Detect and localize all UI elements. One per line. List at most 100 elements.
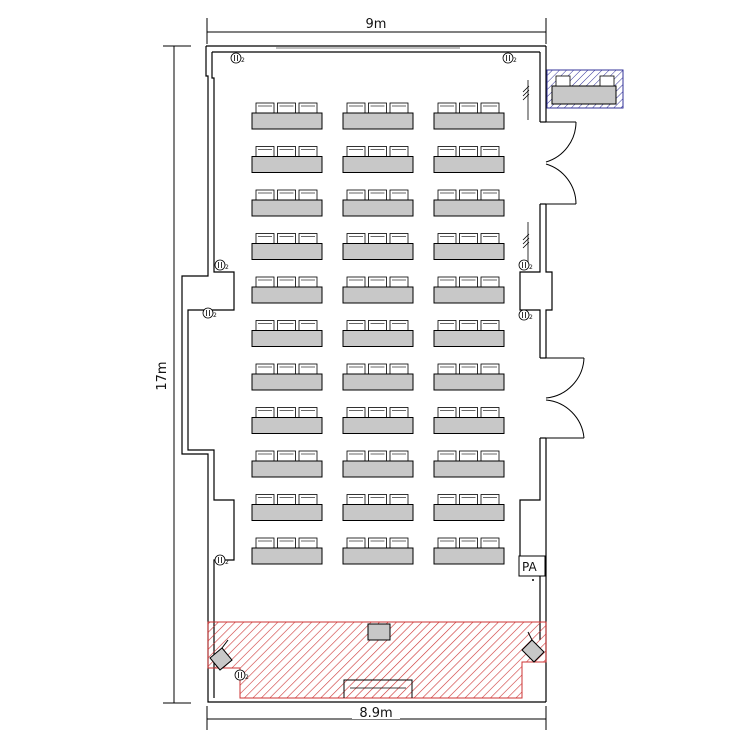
chair	[255, 537, 275, 549]
table	[433, 504, 505, 521]
chair	[368, 407, 387, 418]
table	[251, 547, 323, 565]
chair	[277, 494, 296, 505]
chair	[298, 189, 318, 201]
table-group	[433, 537, 505, 565]
table	[433, 243, 505, 260]
table	[251, 156, 323, 173]
chair	[255, 102, 275, 114]
table	[342, 199, 414, 217]
table	[251, 330, 323, 347]
chair	[480, 233, 500, 244]
outlet-label: 2	[529, 264, 533, 271]
chair	[298, 450, 318, 462]
outlet-label: 2	[513, 57, 517, 64]
seating-grid	[251, 102, 505, 565]
chair	[277, 320, 296, 331]
chair	[480, 276, 500, 288]
table-group	[342, 233, 414, 260]
chair	[389, 233, 409, 244]
chair	[368, 537, 387, 549]
chair	[437, 320, 457, 331]
table-group	[251, 233, 323, 260]
lectern	[367, 623, 391, 641]
chair	[437, 407, 457, 418]
chair	[437, 494, 457, 505]
outlet-label: 2	[225, 559, 229, 566]
chair	[389, 102, 409, 114]
chair	[346, 102, 366, 114]
chair	[389, 407, 409, 418]
chair	[437, 276, 457, 288]
chair	[480, 102, 500, 114]
chair	[255, 233, 275, 244]
chair	[277, 450, 296, 462]
table-group	[342, 407, 414, 434]
room-walls	[181, 45, 553, 703]
chair	[437, 537, 457, 549]
chair	[480, 450, 500, 462]
chair	[255, 363, 275, 375]
table	[433, 460, 505, 478]
chair	[480, 146, 500, 157]
table	[433, 156, 505, 173]
chair	[368, 146, 387, 157]
outlet-label: 2	[225, 264, 229, 271]
chair	[346, 537, 366, 549]
chair	[346, 450, 366, 462]
table	[251, 460, 323, 478]
chair	[459, 276, 478, 288]
door-lower	[545, 357, 585, 439]
table-group	[251, 276, 323, 304]
table-group	[433, 407, 505, 434]
chair	[459, 494, 478, 505]
table-group	[251, 407, 323, 434]
chair	[437, 146, 457, 157]
chair	[368, 363, 387, 375]
outlet-icon: 2	[234, 669, 249, 681]
outlet-icon: 2	[518, 309, 533, 321]
chair	[459, 407, 478, 418]
stage-steps	[343, 679, 413, 698]
table-group	[251, 363, 323, 391]
chair	[389, 320, 409, 331]
table-group	[342, 276, 414, 304]
door-upper	[545, 121, 577, 205]
table-group	[433, 146, 505, 173]
chair	[277, 146, 296, 157]
chair	[277, 276, 296, 288]
chair	[298, 276, 318, 288]
chair	[480, 537, 500, 549]
chair	[277, 189, 296, 201]
dimension-left-label: 17m	[155, 361, 170, 390]
table-group	[433, 494, 505, 521]
chair	[277, 537, 296, 549]
chair	[368, 320, 387, 331]
table-group	[342, 146, 414, 173]
table-group	[433, 189, 505, 217]
dimension-bottom: 8.9m	[206, 705, 547, 730]
table-group	[433, 276, 505, 304]
chair	[459, 189, 478, 201]
chair	[480, 189, 500, 201]
chair	[368, 276, 387, 288]
outlet-icon: 2	[230, 52, 245, 64]
table	[342, 156, 414, 173]
chair	[255, 146, 275, 157]
chair	[346, 233, 366, 244]
chair	[346, 494, 366, 505]
dimension-top: 9m	[206, 15, 547, 44]
table-group	[433, 363, 505, 391]
chair	[389, 450, 409, 462]
table-group	[342, 450, 414, 478]
chair	[368, 450, 387, 462]
chair	[437, 189, 457, 201]
chair	[368, 102, 387, 114]
chair	[346, 363, 366, 375]
chair	[389, 146, 409, 157]
table	[342, 504, 414, 521]
chair	[368, 189, 387, 201]
table-group	[342, 537, 414, 565]
table	[251, 417, 323, 434]
